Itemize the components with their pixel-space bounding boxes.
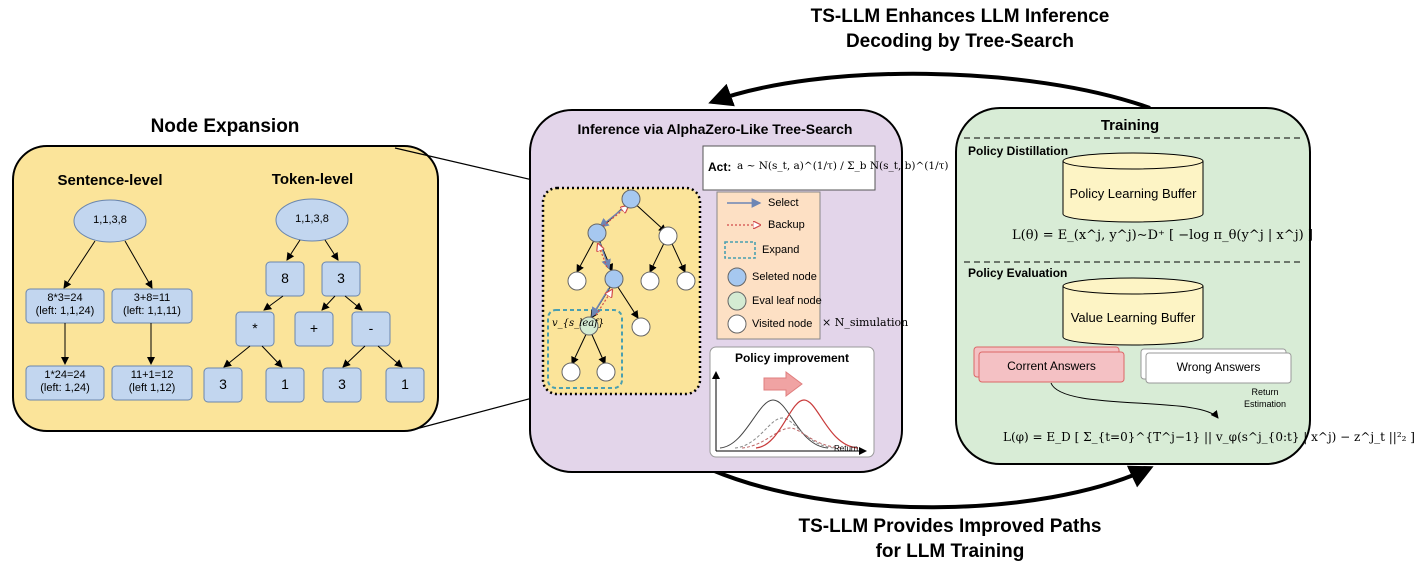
sentence-root-node bbox=[73, 199, 147, 243]
sentence-bottom-right-text: 11+1=12 (left 1,12) bbox=[112, 369, 192, 395]
tree-node-expand-a bbox=[561, 362, 581, 382]
sentence-bottom-left-line2: (left: 1,24) bbox=[40, 382, 90, 394]
correct-answers-card bbox=[978, 351, 1125, 383]
token-root-text: 1,1,3,8 bbox=[295, 213, 329, 225]
tree-node-root bbox=[621, 189, 641, 209]
act-label: Act: bbox=[708, 160, 732, 174]
token-node-star bbox=[235, 311, 275, 347]
sentence-bottom-left-node bbox=[25, 365, 105, 401]
expand-region bbox=[547, 309, 623, 389]
token-label-minus: - bbox=[368, 320, 374, 336]
tree-node-expand-b bbox=[596, 362, 616, 382]
sentence-mid-left-text: 8*3=24 (left: 1,1,24) bbox=[26, 292, 104, 318]
inference-title: Inference via AlphaZero-Like Tree-Search bbox=[577, 121, 853, 137]
top-heading: TS-LLM Enhances LLM Inference Decoding b… bbox=[700, 4, 1220, 54]
return-estimation-line1: Return bbox=[1251, 387, 1279, 397]
top-heading-line2: Decoding by Tree-Search bbox=[845, 31, 1075, 52]
policy-distillation-label: Policy Distillation bbox=[968, 144, 1069, 158]
token-label-plus: + bbox=[309, 320, 319, 336]
bottom-heading-line2: for LLM Training bbox=[875, 541, 1025, 562]
token-node-1a bbox=[265, 367, 305, 403]
sentence-mid-right-text: 3+8=11 (left: 1,1,11) bbox=[112, 292, 192, 318]
policy-improvement-box bbox=[709, 346, 875, 458]
bottom-heading: TS-LLM Provides Improved Paths for LLM T… bbox=[690, 514, 1210, 564]
token-root-node bbox=[275, 198, 349, 242]
top-curved-arrow bbox=[708, 71, 1151, 110]
sentence-mid-right-node bbox=[111, 288, 193, 324]
policy-evaluation-label: Policy Evaluation bbox=[968, 266, 1068, 280]
legend-selected-node-label: Seleted node bbox=[752, 271, 817, 283]
sentence-bottom-left-text: 1*24=24 (left: 1,24) bbox=[26, 369, 104, 395]
bottom-heading-line1: TS-LLM Provides Improved Paths bbox=[798, 516, 1102, 537]
leaf-value-label: v_{s_leaf} bbox=[552, 318, 605, 329]
tree-node-l2b bbox=[604, 269, 624, 289]
wrong-answers-card bbox=[1145, 352, 1292, 384]
evaluation-loss: L(φ) = E_D [ Σ_{t=0}^{T^j−1} || v_φ(s^j_… bbox=[1003, 430, 1415, 444]
token-node-minus bbox=[351, 311, 391, 347]
sentence-mid-left-line2: (left: 1,1,24) bbox=[35, 305, 95, 317]
token-node-1b bbox=[385, 367, 425, 403]
distillation-loss: L(θ) = E_(x^j, y^j)∼D⁺ [ −log π_θ(y^j | … bbox=[1012, 228, 1313, 243]
token-node-3b bbox=[203, 367, 243, 403]
sentence-mid-left-line1: 8*3=24 bbox=[47, 292, 83, 304]
legend-eval-leaf-label: Eval leaf node bbox=[752, 295, 822, 307]
correct-answers-label: Corrent Answers bbox=[1007, 359, 1096, 373]
token-label-3b: 3 bbox=[219, 376, 227, 392]
token-label-star: * bbox=[252, 320, 258, 336]
tree-node-l2a bbox=[567, 271, 587, 291]
act-formula-box bbox=[702, 145, 876, 191]
sentence-mid-right-line1: 3+8=11 bbox=[133, 292, 171, 304]
diagram-canvas bbox=[12, 71, 1311, 510]
token-level-label: Token-level bbox=[271, 171, 354, 188]
tree-node-l1a bbox=[587, 223, 607, 243]
wrong-answers-label: Wrong Answers bbox=[1176, 360, 1261, 374]
token-node-3c bbox=[322, 367, 362, 403]
token-node-plus bbox=[294, 311, 334, 347]
token-label-8: 8 bbox=[281, 270, 289, 286]
token-node-3a bbox=[321, 261, 361, 297]
token-label-3a: 3 bbox=[337, 270, 345, 286]
token-node-8 bbox=[265, 261, 305, 297]
node-expansion-title: Node Expansion bbox=[150, 116, 300, 137]
legend-multiplier: × N_simulation bbox=[822, 316, 909, 329]
act-formula: a ~ N(s_t, a)^(1/τ) / Σ_b N(s_t, b)^(1/τ… bbox=[737, 160, 949, 172]
return-estimation-line2: Estimation bbox=[1243, 399, 1287, 409]
sentence-mid-right-line2: (left: 1,1,11) bbox=[123, 305, 181, 317]
value-buffer-label: Value Learning Buffer bbox=[1070, 310, 1196, 325]
tree-node-l1b bbox=[658, 226, 678, 246]
sentence-bottom-left-line1: 1*24=24 bbox=[44, 369, 86, 381]
policy-improvement-title: Policy improvement bbox=[734, 351, 850, 365]
bottom-curved-arrow bbox=[711, 465, 1154, 510]
policy-buffer-label: Policy Learning Buffer bbox=[1069, 186, 1197, 201]
sentence-bottom-right-line2: (left 1,12) bbox=[128, 382, 176, 394]
legend-box bbox=[716, 191, 821, 340]
token-label-3c: 3 bbox=[338, 376, 346, 392]
training-title: Training bbox=[1100, 117, 1160, 134]
value-buffer-cylinder bbox=[1062, 277, 1204, 346]
tree-node-l3b bbox=[631, 317, 651, 337]
policy-improvement-xlabel: Return bbox=[834, 444, 859, 453]
token-label-1b: 1 bbox=[401, 376, 409, 392]
legend-expand-label: Expand bbox=[762, 244, 800, 256]
token-label-1a: 1 bbox=[281, 376, 289, 392]
top-heading-line1: TS-LLM Enhances LLM Inference bbox=[810, 6, 1110, 27]
legend-backup-label: Backup bbox=[768, 219, 805, 231]
sentence-root-text: 1,1,3,8 bbox=[93, 214, 127, 226]
return-estimation-arrow bbox=[1050, 382, 1219, 419]
sentence-bottom-right-line1: 11+1=12 bbox=[130, 369, 174, 381]
sentence-level-label: Sentence-level bbox=[57, 172, 163, 189]
legend-visited-label: Visited node bbox=[752, 318, 813, 330]
return-estimation-label: Return Estimation bbox=[1230, 386, 1300, 410]
policy-buffer-cylinder bbox=[1062, 152, 1204, 223]
sentence-bottom-right-node bbox=[111, 365, 193, 401]
legend-select-label: Select bbox=[768, 197, 799, 209]
tree-node-l2c bbox=[640, 271, 660, 291]
tree-node-leaf-eval bbox=[579, 316, 599, 336]
tree-node-l2d bbox=[676, 271, 696, 291]
